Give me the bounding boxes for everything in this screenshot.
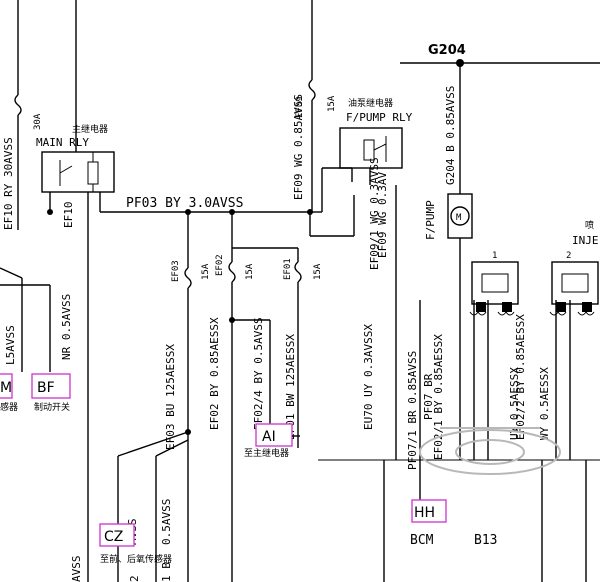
injector-group-label: INJE [572,234,599,247]
wire-nr: NR 0.5AVSS [60,294,73,360]
wire-pf07-1: PF07/1 BR 0.85AVSS [406,351,419,470]
ground-label: G204 [428,43,466,58]
wire-bottom-d: 1 B [160,562,173,582]
tag-ai-code: AI [262,429,276,445]
wire-left-mid: L5AVSS [4,325,17,365]
fuse-ef02-name: EF02 [215,254,225,276]
tag-m: M 感器 [0,373,18,413]
fuse-ef09-name: EF09 [295,96,305,118]
ef03-fanout [155,439,189,457]
tag-hh: HH [411,499,447,523]
fuse-ef02-rating: 15A [245,263,255,280]
fuse-ef09-rating: 15A [327,95,337,112]
tag-hh-code: HH [414,505,435,521]
injector-cn: 喷 [585,220,594,231]
wire-pf03: PF03 BY 3.0AVSS [126,196,243,211]
fuel-pump-motor: M F/PUMP [424,193,473,240]
tag-cz-caption: 至前、后氧传感器 [100,553,172,565]
wire-ef09-wg: EF09 WG 0.85AVSS [292,94,305,200]
tag-bf-code: BF [37,380,55,396]
wire-ef03-bu: EF03 BU 125AESSX [164,344,177,450]
injector-2: 2 [549,251,599,316]
wire-uy-1: UY 0.5AESSX [508,367,521,440]
left-edge-wires [0,0,51,372]
wire-uy-2: WY 0.5AESSX [538,367,551,440]
wire-ef09-1: EF09/1 WG 0.3AVSS [368,157,381,270]
fuel-pump-relay-title: F/PUMP RLY [346,111,413,124]
wire-ef02-2: EF02/2 BY 0.85AESSX [514,314,527,440]
main-relay-title: MAIN RLY [36,136,89,149]
fuel-pump-label: F/PUMP [424,200,437,240]
svg-text:M: M [456,213,462,223]
fuse-ef03-name: EF03 [171,260,181,282]
wire-ef10-ry: EF10 RY 30AVSS [2,137,15,230]
fuse-ef01-name: EF01 [283,258,293,280]
fuse-ef01: EF01 15A [283,248,323,448]
fuse-ef02: EF02 15A [215,212,255,582]
wire-bottom-left: AVSS [70,556,83,582]
main-relay-title-cn: 主继电器 [72,123,108,135]
wire-g204-b: G204 B 0.85AVSS [444,86,457,185]
wire-bottom-b: 0.5AVSS [160,499,173,545]
tag-bf-caption: 制动开关 [34,401,70,413]
tag-m-code: M [0,380,12,396]
injector-2-label: 2 [566,251,571,261]
wire-ef02-4: EF02/4 BY 0.5AVSS [252,317,265,430]
tag-bf: BF 制动开关 [31,373,71,413]
fuse-ef03: EF03 15A [171,212,211,432]
fuel-pump-relay-title-cn: 油泵继电器 [348,97,393,109]
fuse-ef01-rating: 15A [313,263,323,280]
wire-ef02-1: EF02/1 BY 0.85AESSX [432,334,445,460]
bcm-label: BCM [410,533,434,548]
wire-eu70: EU70 UY 0.3AVSSX [362,324,375,430]
ef03-fanout [117,431,189,457]
fuse-top-left-rating: 30A [33,113,43,130]
fuel-pump-relay: 油泵继电器 F/PUMP RLY [339,97,413,169]
tag-ai: AI 至主继电器 [244,423,293,459]
wire-ef02-by-a: EF02 BY 0.85AESSX [208,317,221,430]
watermark-logo [419,427,561,475]
wire-ef10-short: EF10 [62,202,75,229]
tag-m-caption: 感器 [0,401,18,413]
tag-ai-caption: 至主继电器 [244,447,289,459]
injector-1-label: 1 [492,251,497,261]
wire-pf07-b: PF07 BR [422,373,435,420]
injector-1: 1 [469,251,519,316]
tag-cz: CZ 至前、后氧传感器 [99,523,172,565]
wire-ef01-bw: EF01 BW 125AESSX [284,334,297,440]
tag-cz-code: CZ [104,529,123,545]
bcm-pin: B13 [474,533,497,548]
fuse-top-left: 30A [14,94,43,130]
wire-ef09-out: EF09 WG 0.3AV [376,172,389,258]
junction-dot [47,209,53,215]
wire-bottom-c: 2 [128,575,141,582]
fuse-ef03-rating: 15A [201,263,211,280]
fuse-ef09: EF09 15A [295,0,337,212]
